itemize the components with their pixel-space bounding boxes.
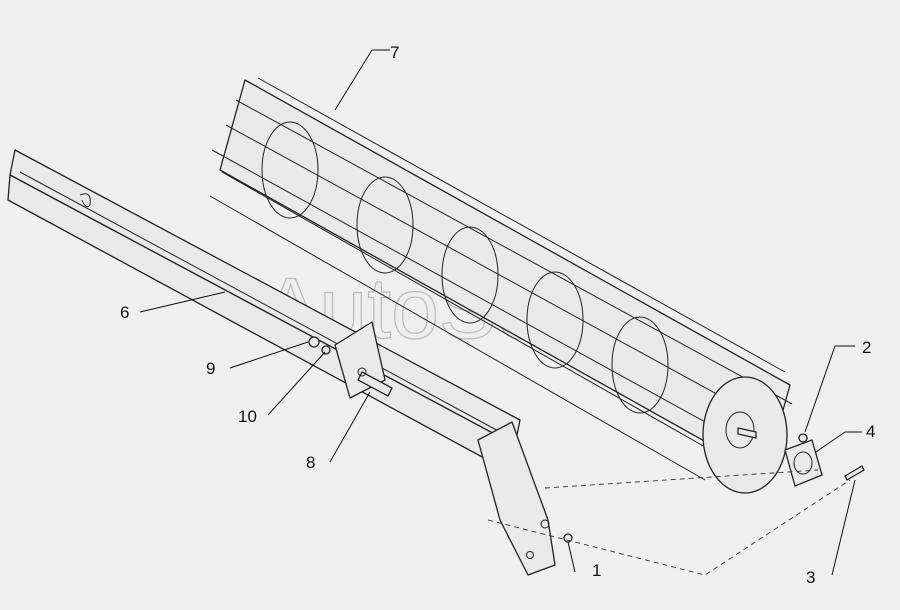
callout-7: 7 xyxy=(390,43,399,62)
nut-9 xyxy=(308,336,320,348)
callout-1: 1 xyxy=(592,561,601,580)
nut-2 xyxy=(798,433,808,443)
leader-9 xyxy=(229,341,309,369)
roller-drum xyxy=(209,77,793,494)
bearing-flange xyxy=(784,439,823,487)
callout-8: 8 xyxy=(306,453,315,472)
assembly-line xyxy=(487,479,851,576)
leader-1 xyxy=(567,541,576,573)
leader-6 xyxy=(139,291,226,313)
callout-9: 9 xyxy=(206,359,215,378)
leader-8 xyxy=(329,391,371,463)
pin-3 xyxy=(844,465,865,481)
callout-2: 2 xyxy=(862,338,871,357)
callout-3: 3 xyxy=(806,568,815,587)
leader-7 xyxy=(334,49,390,111)
callout-10: 10 xyxy=(238,407,257,426)
leader-10 xyxy=(267,351,326,416)
bracket-plate xyxy=(334,321,393,399)
leader-4 xyxy=(815,431,862,453)
callout-4: 4 xyxy=(866,422,875,441)
leader-3 xyxy=(831,479,856,576)
washer-10 xyxy=(321,345,331,355)
leader-2 xyxy=(804,345,855,433)
assembly-line xyxy=(544,469,819,489)
callout-6: 6 xyxy=(120,303,129,322)
mounting-arm xyxy=(477,421,556,576)
